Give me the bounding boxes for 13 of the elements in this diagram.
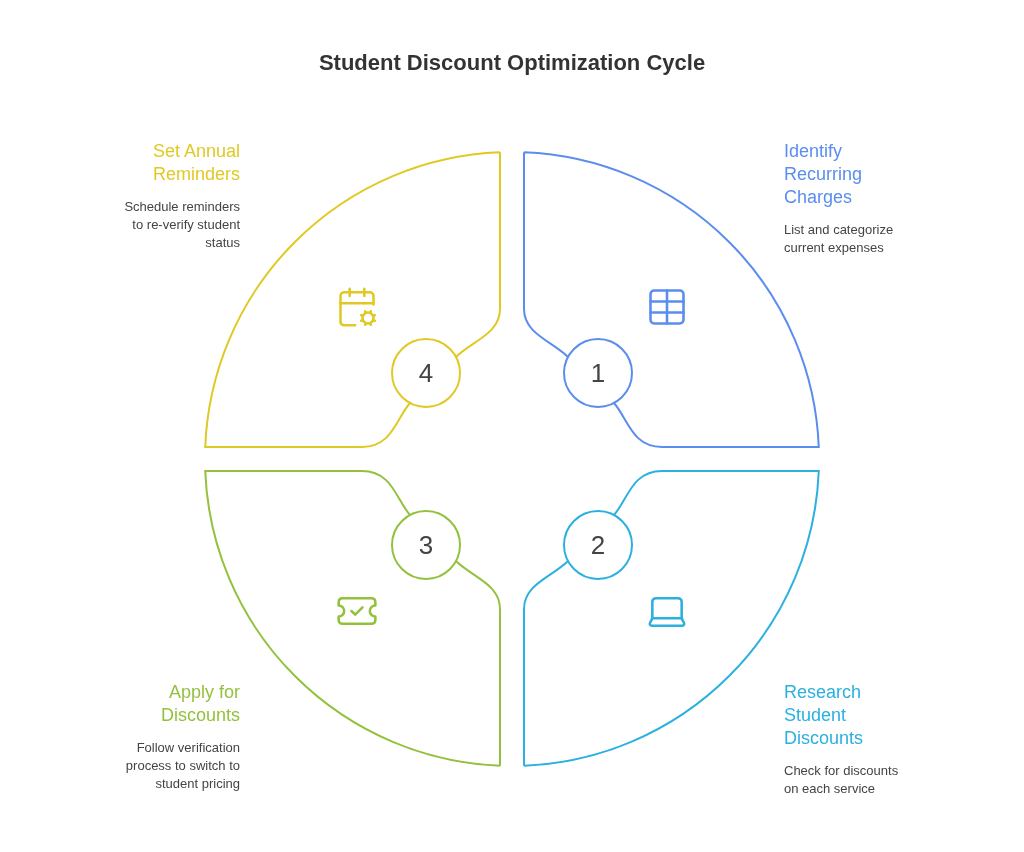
step-heading: Set Annual Reminders bbox=[151, 140, 240, 186]
step-number: 1 bbox=[589, 357, 607, 390]
step-heading: Research Student Discounts bbox=[784, 681, 865, 750]
step-heading: Apply for Discounts bbox=[159, 681, 240, 727]
step-heading: Identify Recurring Charges bbox=[784, 140, 864, 209]
step-number: 4 bbox=[417, 357, 435, 390]
step-description: Schedule reminders to re-verify student status bbox=[123, 198, 240, 252]
step-description: List and categorize current expenses bbox=[784, 221, 895, 257]
step-number: 3 bbox=[417, 529, 435, 562]
step-number: 2 bbox=[589, 529, 607, 562]
step-description: Check for discounts on each service bbox=[784, 762, 900, 798]
diagram-title: Student Discount Optimization Cycle bbox=[317, 50, 707, 76]
step-description: Follow verification process to switch to student pricing bbox=[124, 739, 240, 793]
